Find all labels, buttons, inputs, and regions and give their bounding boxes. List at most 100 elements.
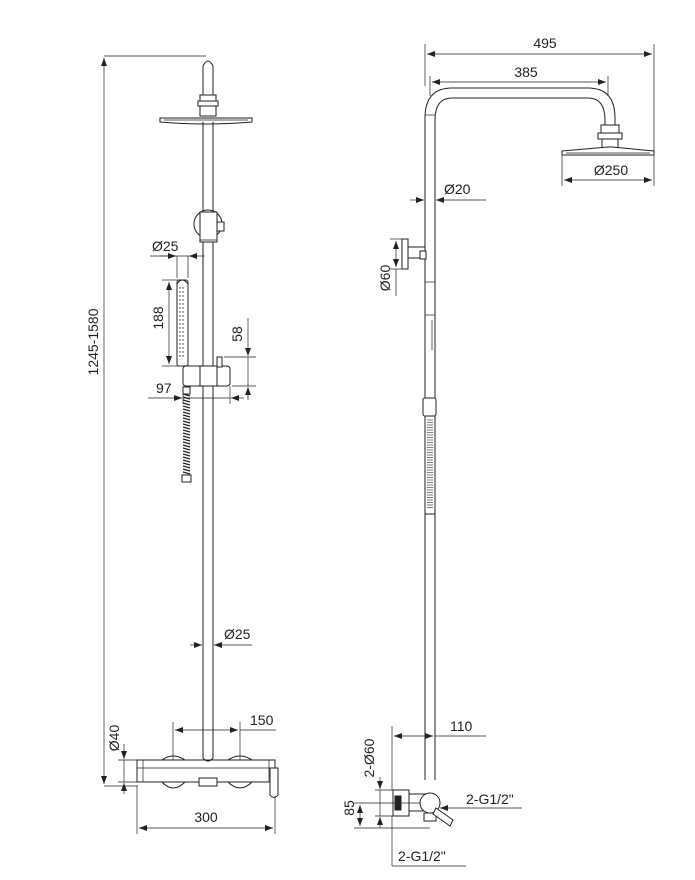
hose-coil bbox=[182, 441, 191, 445]
dim-overall-height: 1245-1580 bbox=[85, 308, 101, 375]
spray-dot bbox=[182, 355, 184, 357]
hose-coil bbox=[182, 426, 191, 430]
dim-hand-shower-dia: Ø25 bbox=[152, 238, 179, 254]
spray-dot bbox=[182, 347, 184, 349]
front-hand-shower-spray-dots bbox=[179, 287, 184, 357]
spray-dot bbox=[179, 327, 181, 329]
spray-dot bbox=[182, 299, 184, 301]
spray-dot bbox=[182, 319, 184, 321]
spray-dot bbox=[182, 295, 184, 297]
dim-escutcheon-dia: 2-Ø60 bbox=[361, 738, 377, 777]
hose-coil bbox=[182, 459, 191, 463]
side-shower-head bbox=[561, 146, 655, 156]
dim-wall-projection: 110 bbox=[450, 718, 473, 734]
side-dimensions: 495 385 Ø250 Ø20 Ø60 110 2-Ø60 bbox=[341, 35, 655, 867]
spray-dot bbox=[179, 323, 181, 325]
hose-coil bbox=[182, 423, 191, 427]
front-left-inlet-top bbox=[161, 755, 186, 761]
front-shower-head bbox=[159, 117, 253, 125]
hose-coil bbox=[182, 444, 191, 448]
hose-coil bbox=[182, 411, 191, 415]
spray-dot bbox=[179, 347, 181, 349]
dim-bracket-dia: Ø60 bbox=[377, 265, 393, 292]
side-bracket-plate bbox=[401, 238, 409, 270]
dim-inlet-height: 85 bbox=[341, 800, 357, 816]
spray-dot bbox=[179, 351, 181, 353]
hose-coil bbox=[182, 471, 191, 475]
side-arm-inner bbox=[434, 97, 606, 780]
spray-dot bbox=[179, 343, 181, 345]
spray-dot bbox=[182, 339, 184, 341]
front-holder-knob bbox=[216, 356, 223, 368]
spray-dot bbox=[182, 327, 184, 329]
side-view bbox=[392, 87, 655, 827]
front-hand-shower-top bbox=[176, 279, 189, 285]
front-right-escutcheon bbox=[227, 781, 253, 789]
spray-dot bbox=[182, 291, 184, 293]
hose-coil bbox=[182, 405, 191, 409]
front-dimensions: 1245-1580 Ø25 188 58 97 Ø25 bbox=[85, 55, 276, 834]
spray-dot bbox=[179, 307, 181, 309]
front-hose-nut bbox=[181, 474, 192, 483]
spray-dot bbox=[179, 303, 181, 305]
spray-dot bbox=[179, 295, 181, 297]
spray-dot bbox=[179, 355, 181, 357]
front-top-nut-3 bbox=[199, 105, 217, 117]
front-hose bbox=[182, 393, 191, 475]
side-arm-outer bbox=[424, 87, 616, 780]
side-head-nut bbox=[600, 124, 620, 134]
dim-valve-body-dia: Ø40 bbox=[106, 725, 122, 752]
side-hs-holder bbox=[422, 397, 437, 417]
front-top-stem bbox=[202, 60, 214, 95]
front-left-escutcheon bbox=[161, 781, 186, 789]
front-lever-handle bbox=[269, 767, 279, 798]
spray-dot bbox=[182, 307, 184, 309]
spray-dot bbox=[182, 287, 184, 289]
hose-coil bbox=[182, 456, 191, 460]
hose-coil bbox=[182, 420, 191, 424]
hose-coil bbox=[182, 438, 191, 442]
spray-dot bbox=[182, 323, 184, 325]
hose-coil bbox=[182, 402, 191, 406]
spray-dot bbox=[182, 303, 184, 305]
spray-dot bbox=[182, 343, 184, 345]
dim-hand-shower-length: 188 bbox=[150, 306, 166, 330]
side-head-nut-2 bbox=[597, 132, 623, 140]
hose-coil bbox=[182, 453, 191, 457]
dim-total-reach: 495 bbox=[533, 35, 557, 51]
spray-dot bbox=[179, 287, 181, 289]
spray-dot bbox=[182, 351, 184, 353]
dim-thread-bottom: 2-G1/2" bbox=[398, 848, 446, 864]
hose-coil bbox=[182, 468, 191, 472]
spray-dot bbox=[179, 299, 181, 301]
front-bracket-clamp bbox=[199, 211, 218, 243]
spray-dot bbox=[179, 335, 181, 337]
dim-arm-reach: 385 bbox=[514, 64, 538, 80]
side-bracket-screw bbox=[419, 250, 427, 260]
front-top-nut bbox=[199, 94, 217, 102]
spray-dot bbox=[179, 311, 181, 313]
front-top-nut-2 bbox=[197, 100, 219, 107]
hose-coil bbox=[182, 408, 191, 412]
dim-valve-width: 300 bbox=[194, 809, 218, 825]
dim-holder-height: 58 bbox=[229, 326, 245, 342]
dim-holder-projection: 97 bbox=[156, 380, 172, 396]
hose-coil bbox=[182, 447, 191, 451]
dim-head-dia: Ø250 bbox=[594, 162, 628, 178]
dim-inlet-spacing: 150 bbox=[250, 712, 274, 728]
hose-coil bbox=[182, 417, 191, 421]
spray-dot bbox=[179, 315, 181, 317]
front-slide-holder-block bbox=[199, 365, 218, 387]
hose-coil bbox=[182, 429, 191, 433]
front-hose-nut-top bbox=[182, 386, 191, 395]
spray-dot bbox=[182, 311, 184, 313]
hose-coil bbox=[182, 465, 191, 469]
dim-arm-dia: Ø20 bbox=[444, 181, 471, 197]
spray-dot bbox=[182, 335, 184, 337]
hose-coil bbox=[182, 432, 191, 436]
spray-dot bbox=[182, 315, 184, 317]
side-lever-handle bbox=[432, 807, 454, 827]
side-valve-outlet bbox=[423, 812, 437, 822]
spray-dot bbox=[179, 331, 181, 333]
